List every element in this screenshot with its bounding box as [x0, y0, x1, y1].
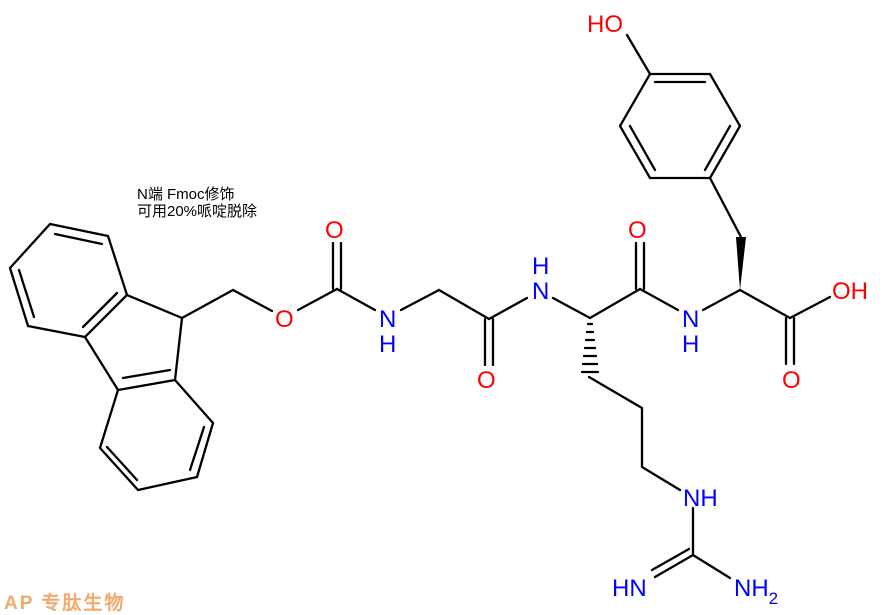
atom-nh: NH [683, 485, 718, 512]
atom-o: O [325, 217, 344, 244]
atom-hn: HN [612, 575, 647, 602]
atom-o: O [477, 367, 496, 394]
fmoc-annotation: N端 Fmoc修饰 可用20%哌啶脱除 [137, 186, 257, 220]
bonds [8, 33, 832, 580]
atom-nh2: NH2 [734, 575, 778, 608]
atom-h: H [532, 253, 549, 280]
company-logo: AP 专肽生物 [4, 593, 126, 614]
atom-n: N [682, 306, 699, 333]
atom-oh: OH [832, 278, 868, 305]
atom-n: N [532, 278, 549, 305]
atom-o: O [275, 306, 294, 333]
atom-h: H [682, 331, 699, 358]
atom-o: O [782, 367, 801, 394]
atom-o: O [628, 217, 647, 244]
annotation-line-2: 可用20%哌啶脱除 [137, 203, 258, 220]
atom-ho: HO [587, 11, 623, 38]
hashed-bond [580, 322, 600, 374]
atom-labels: O O N H O N H O N H O OH HO NH HN NH2 [275, 11, 868, 608]
atom-n: N [379, 306, 396, 333]
atom-h: H [379, 331, 396, 358]
wedge-bond [736, 237, 746, 290]
annotation-line-1: N端 Fmoc修饰 [137, 186, 235, 203]
